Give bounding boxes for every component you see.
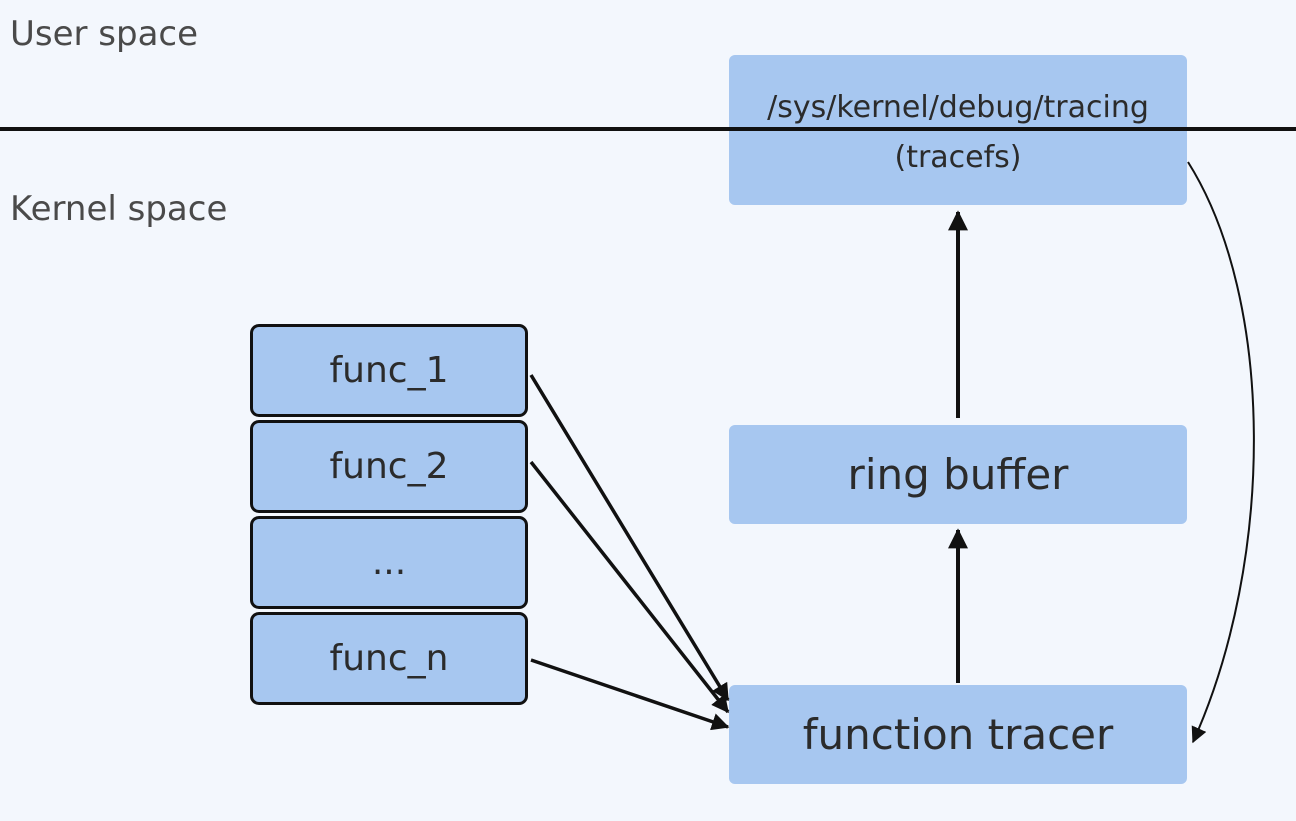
- func-label-2: func_2: [329, 446, 449, 487]
- func-label-ellipsis: ...: [371, 542, 407, 583]
- func-box-1: func_1: [250, 324, 528, 417]
- arrow-func2-to-tracer: [529, 460, 730, 714]
- arrow-funcn-to-tracer: [530, 658, 730, 731]
- function-tracer-label: function tracer: [802, 710, 1114, 759]
- arrow-func1-to-tracer: [529, 374, 730, 702]
- func-label-1: func_1: [329, 350, 449, 391]
- tracefs-name: (tracefs): [894, 140, 1022, 175]
- function-tracer-box: function tracer: [729, 685, 1187, 784]
- kernel-space-label: Kernel space: [10, 189, 228, 229]
- ring-buffer-box: ring buffer: [729, 425, 1187, 524]
- func-box-n: func_n: [250, 612, 528, 705]
- arrow-tracefs-to-tracer-curve: [1187, 161, 1255, 744]
- tracefs-path: /sys/kernel/debug/tracing: [767, 90, 1149, 125]
- func-box-2: func_2: [250, 420, 528, 513]
- user-space-label: User space: [10, 14, 199, 54]
- func-label-n: func_n: [329, 638, 449, 679]
- user-kernel-divider: [0, 127, 1296, 131]
- func-box-ellipsis: ...: [250, 516, 528, 609]
- ring-buffer-label: ring buffer: [847, 450, 1069, 499]
